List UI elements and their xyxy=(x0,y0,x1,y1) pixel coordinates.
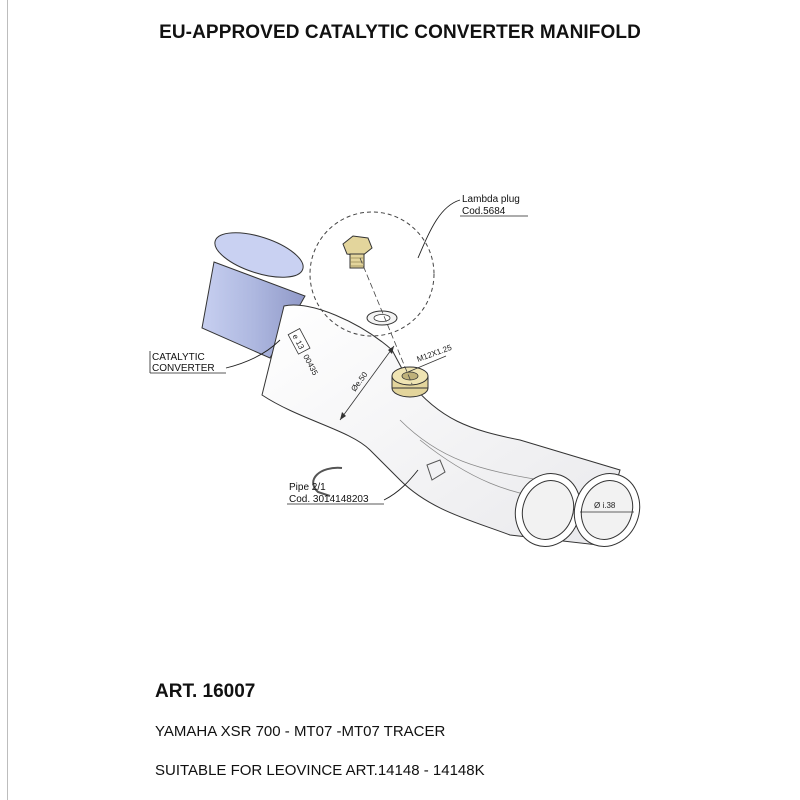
lambda-plug-code: Cod.5684 xyxy=(462,206,506,217)
detail-circle xyxy=(309,211,435,337)
page-title: EU-APPROVED CATALYTIC CONVERTER MANIFOLD xyxy=(159,22,641,43)
pipe-label: Pipe 2/1 xyxy=(289,482,326,493)
mounting-hook xyxy=(312,466,343,497)
model-compatibility: YAMAHA XSR 700 - MT07 -MT07 TRACER xyxy=(155,723,446,740)
callout-catalytic-converter: CATALYTIC CONVERTER xyxy=(149,339,281,374)
approval-e-mark: e xyxy=(290,333,300,342)
lambda-boss xyxy=(391,366,429,398)
outlet-diameter-dimension: Ø i.38 xyxy=(580,501,634,513)
callout-pipe: Pipe 2/1 Cod. 3014148203 xyxy=(287,469,419,505)
catalytic-label-line2: CONVERTER xyxy=(152,363,215,374)
assembly-axis xyxy=(359,257,413,385)
washer xyxy=(366,310,398,326)
catalytic-label-line1: CATALYTIC xyxy=(152,352,205,363)
outlet-diameter-label: Ø i.38 xyxy=(594,501,616,510)
callout-lambda-plug: Lambda plug Cod.5684 xyxy=(417,194,528,259)
article-number: ART. 16007 xyxy=(155,681,256,702)
suitable-for: SUITABLE FOR LEOVINCE ART.14148 - 14148K xyxy=(155,762,485,779)
lambda-plug xyxy=(342,235,373,269)
manifold-pipe xyxy=(261,304,641,547)
pipe-code: Cod. 3014148203 xyxy=(289,494,369,505)
page-border xyxy=(7,0,8,800)
lambda-plug-label: Lambda plug xyxy=(462,194,520,205)
